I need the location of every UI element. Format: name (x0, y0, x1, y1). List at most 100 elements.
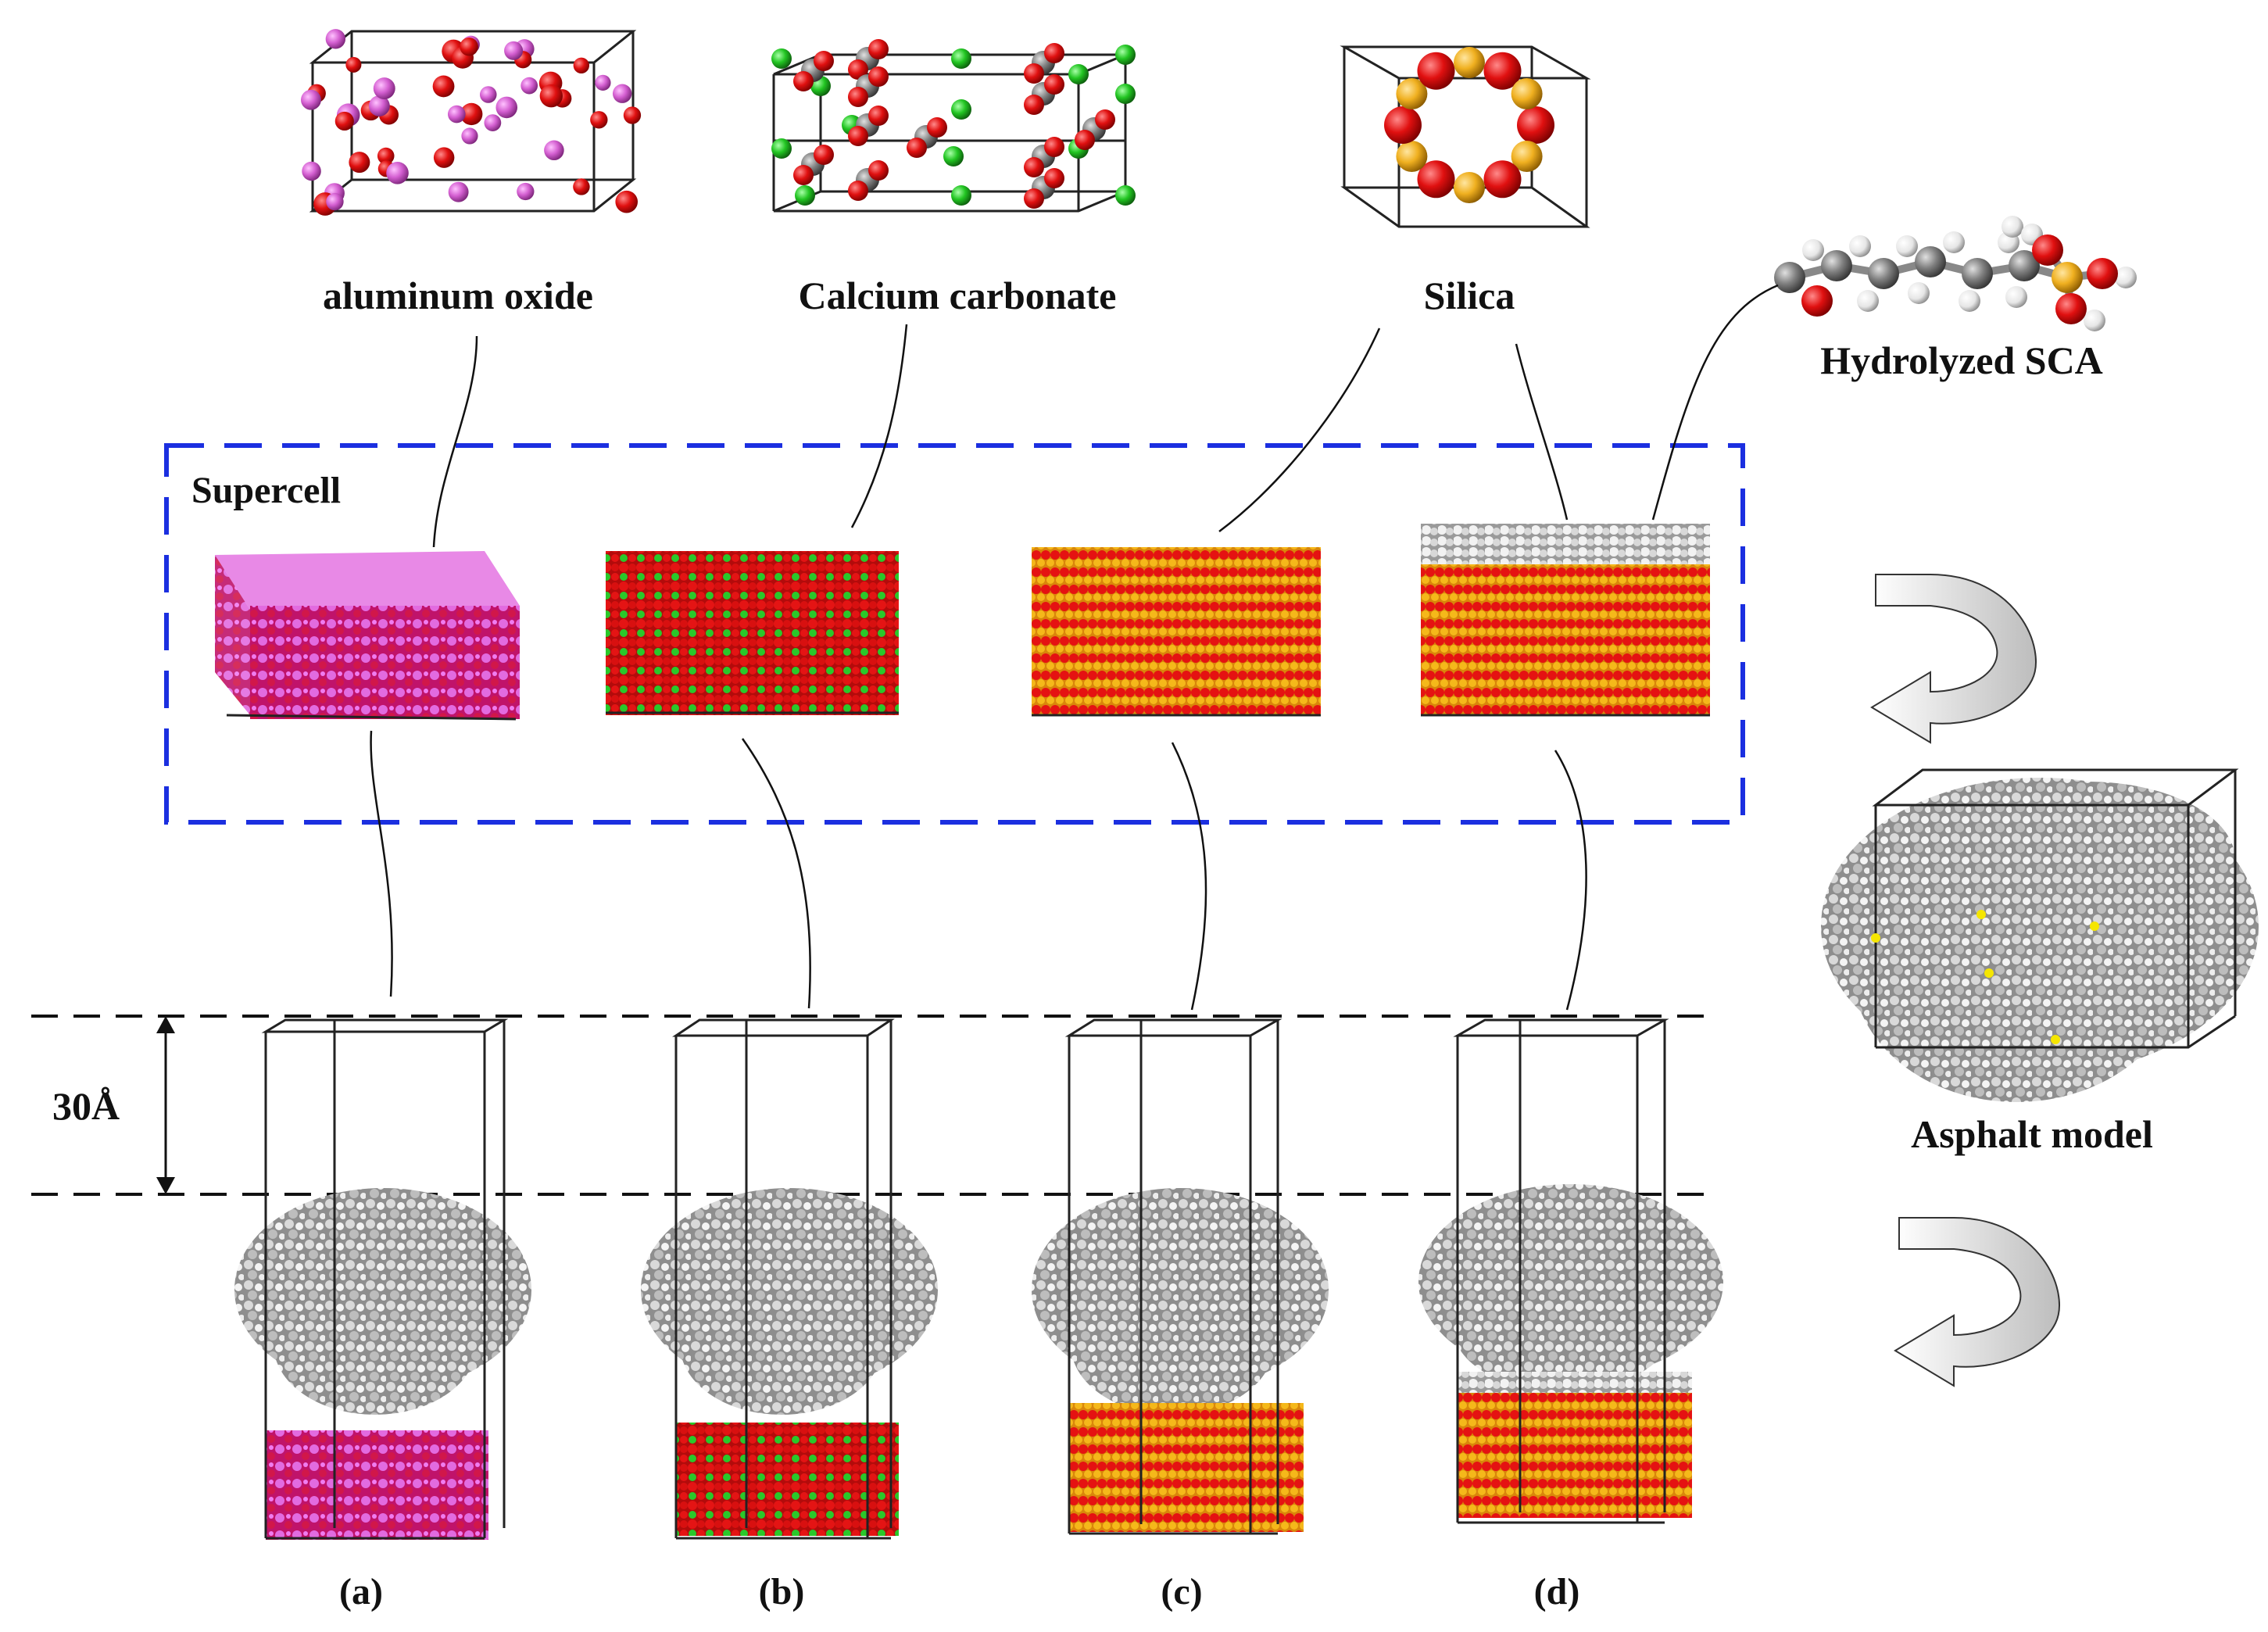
hydrogen-atom (2115, 267, 2137, 288)
sulfur-atom (2051, 1035, 2060, 1044)
aluminum-atom (520, 77, 538, 95)
aluminum-atom (447, 105, 466, 123)
oxygen-atom (927, 117, 947, 138)
calcium-atom (795, 185, 815, 206)
hydrogen-atom (1959, 290, 1980, 312)
molecule-atom (2087, 258, 2118, 289)
aluminum-atom (517, 182, 535, 201)
curved-arrow-upper (1870, 574, 2037, 744)
oxygen-atom (1044, 74, 1064, 95)
hydrogen-atom (2001, 216, 2023, 238)
label-panel-d: (d) (1534, 1571, 1580, 1612)
molecule-atom (1801, 285, 1833, 317)
silicon-atom (1396, 78, 1428, 109)
oxygen-atom (1024, 95, 1044, 115)
oxygen-atom (377, 147, 395, 165)
hydrolyzed-sca-molecule (1774, 216, 2137, 331)
oxygen-atom (868, 66, 889, 87)
sulfur-atom (1976, 910, 1986, 919)
oxygen-atom (334, 111, 354, 131)
aluminum-atom (479, 86, 497, 103)
molecule-atom (1821, 250, 1852, 281)
oxygen-atom (432, 75, 455, 98)
molecule-atom (1915, 246, 1946, 277)
label-asphalt-model: Asphalt model (1911, 1112, 2153, 1156)
oxygen-atom (1483, 52, 1522, 90)
oxygen-atom (793, 71, 814, 91)
oxygen-atom (1044, 43, 1064, 63)
oxygen-atom (590, 111, 608, 129)
silicon-atom (1454, 47, 1485, 78)
calcium-atom (951, 185, 971, 206)
hydrogen-atom (1802, 239, 1824, 261)
oxygen-atom (1075, 130, 1095, 150)
oxygen-atom (1095, 109, 1115, 130)
molecule-atom (2052, 262, 2083, 293)
molecule-atom (2009, 250, 2040, 281)
label-supercell: Supercell (191, 470, 341, 511)
silicon-atom (1511, 141, 1543, 172)
label-calcium-carbonate: Calcium carbonate (799, 274, 1117, 317)
aluminum-atom (386, 162, 409, 184)
hydrogen-atom (2084, 310, 2105, 331)
aluminum-atom (544, 140, 564, 161)
guide-curves (370, 284, 1779, 1011)
oxygen-atom (539, 84, 563, 108)
model-a-alumina-asphalt (234, 1018, 531, 1540)
aluminum-atom (612, 84, 632, 103)
sca-silica-supercell-slab (1421, 524, 1710, 717)
label-panel-c: (c) (1161, 1571, 1202, 1612)
hydrogen-atom (1849, 235, 1871, 257)
silica-unit-cell (1340, 45, 1591, 228)
aluminum-atom (495, 96, 518, 119)
aluminum-atom (448, 181, 469, 202)
oxygen-atom (433, 147, 455, 168)
aluminum-atom (325, 29, 346, 49)
oxygen-atom (1517, 106, 1554, 144)
calcium-atom (951, 99, 971, 120)
oxygen-atom (1024, 157, 1044, 177)
oxygen-atom (907, 138, 927, 158)
oxygen-atom (573, 178, 590, 195)
calcium-atom (943, 146, 964, 166)
oxygen-atom (1417, 160, 1455, 199)
model-b-calcite-asphalt (641, 1018, 938, 1540)
molecule-atom (1774, 262, 1805, 293)
oxygen-atom (573, 57, 590, 73)
molecule-atom (2055, 293, 2087, 324)
silicon-atom (1511, 78, 1543, 109)
aluminum-atom (595, 74, 611, 91)
oxygen-atom (615, 190, 639, 213)
oxygen-atom (1044, 168, 1064, 188)
aluminum-atom (326, 192, 344, 211)
calcite-supercell-slab (606, 551, 899, 715)
aluminum-atom (301, 89, 321, 110)
oxygen-atom (848, 59, 868, 80)
label-panel-b: (b) (759, 1571, 805, 1612)
silicon-atom (1454, 172, 1485, 203)
calcium-atom (1068, 64, 1089, 84)
oxygen-atom (868, 39, 889, 59)
model-d-sca-silica-asphalt (1418, 1018, 1723, 1524)
oxygen-atom (814, 145, 834, 165)
spacing-marker (31, 1015, 1719, 1196)
oxygen-atom (814, 51, 834, 71)
oxygen-atom (349, 152, 370, 174)
label-aluminum-oxide: aluminum oxide (323, 274, 593, 317)
calcium-atom (1115, 84, 1136, 104)
supercell-border (164, 443, 1745, 825)
molecule-atom (1962, 258, 1993, 289)
aluminum-atom (484, 114, 502, 131)
calcium-carbonate-unit-cell (771, 39, 1136, 213)
model-c-silica-asphalt (1032, 1018, 1329, 1535)
oxygen-atom (460, 37, 478, 56)
aluminum-oxide-unit-cell (301, 29, 642, 216)
aluminum-atom (373, 77, 395, 100)
aluminum-atom (461, 127, 478, 145)
oxygen-atom (868, 106, 889, 126)
sulfur-atom (1984, 968, 1994, 978)
aluminum-atom (504, 41, 524, 60)
calcium-atom (771, 138, 792, 159)
oxygen-atom (345, 56, 362, 73)
calcium-atom (1115, 45, 1136, 65)
